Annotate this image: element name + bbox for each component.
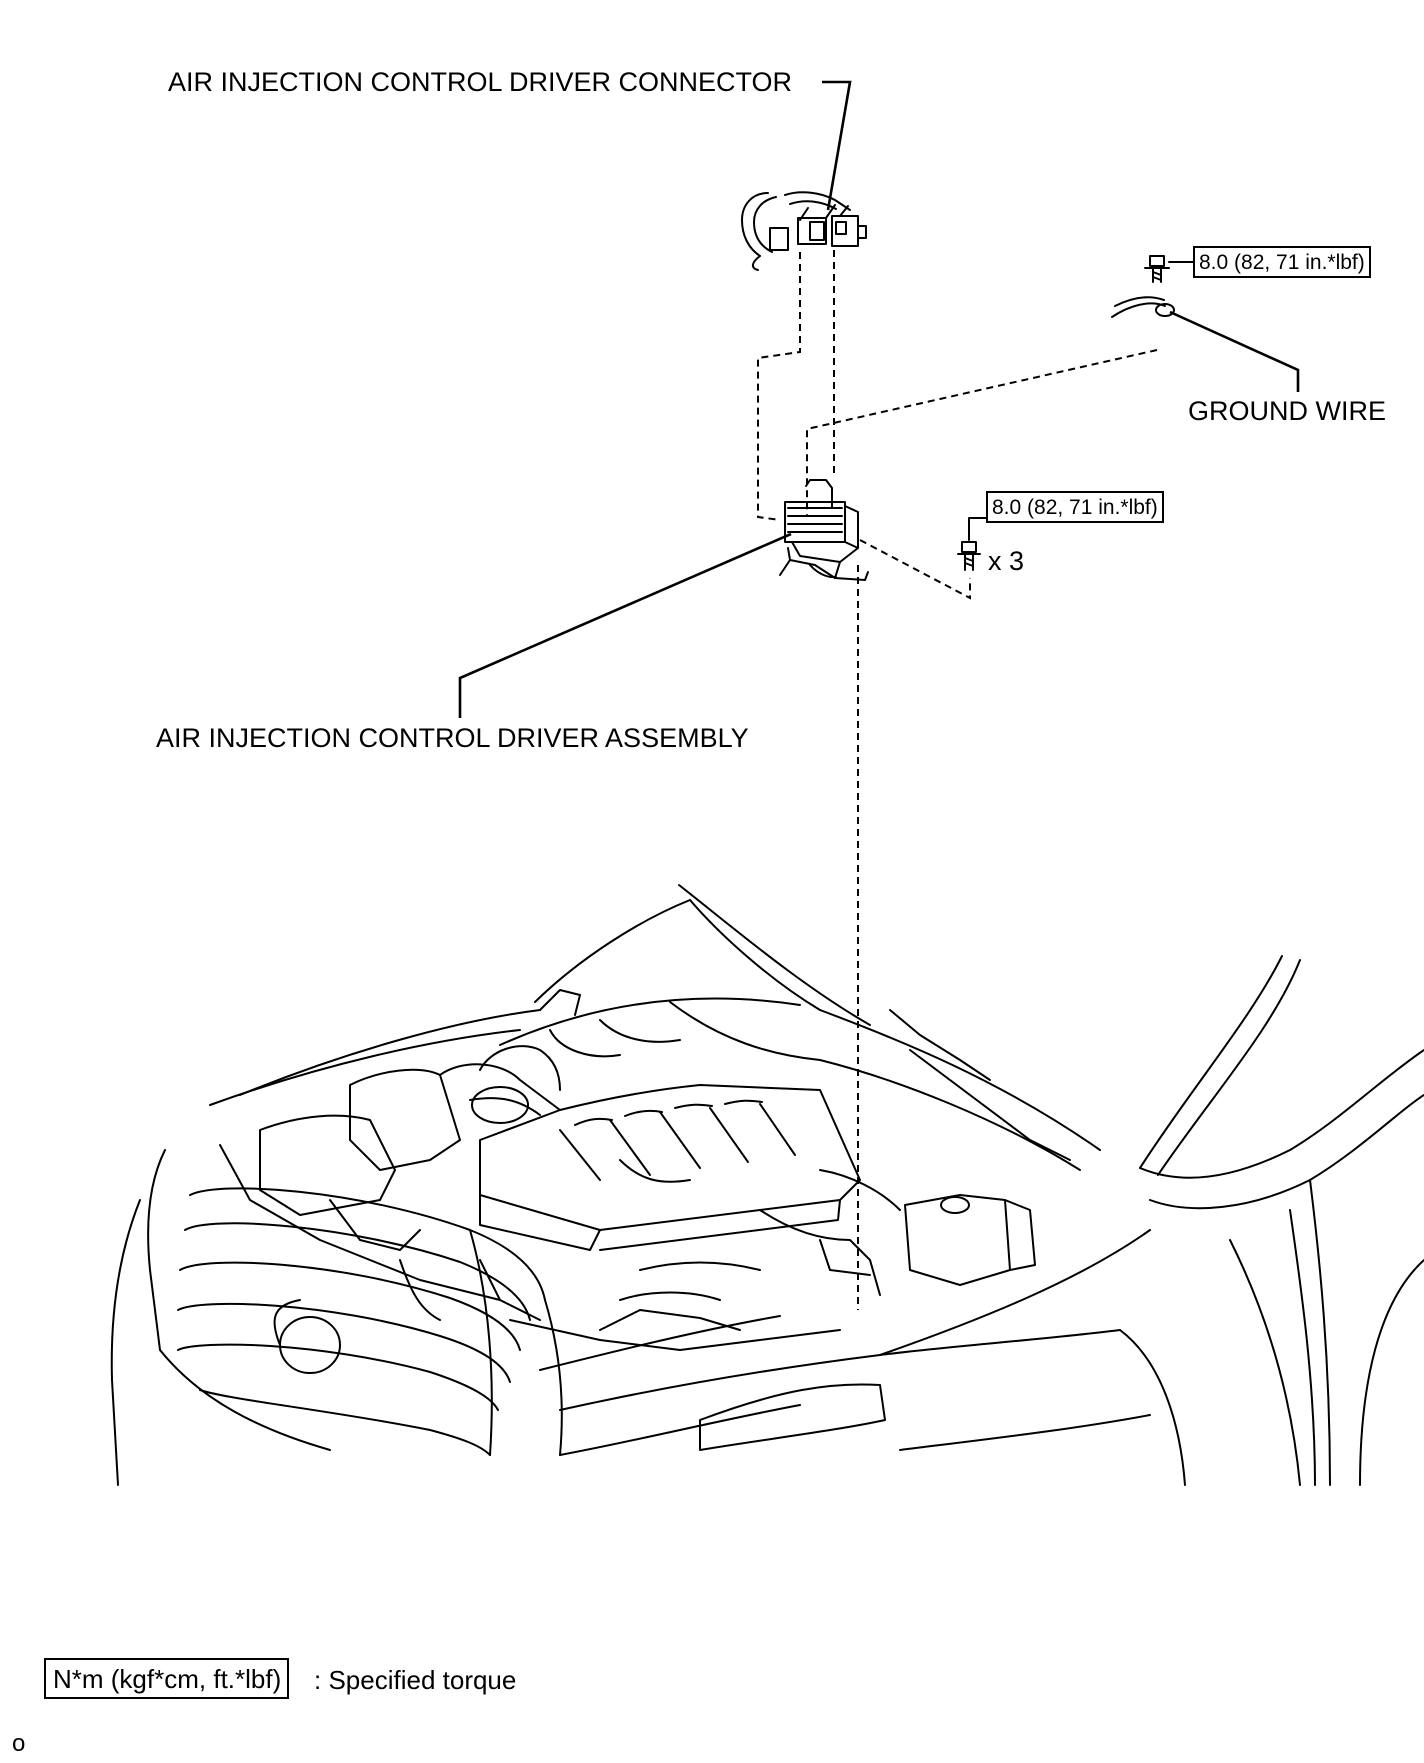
assembly-leader-line xyxy=(458,532,792,718)
driver-assembly-illustration xyxy=(779,479,869,581)
driver-bolt-leader xyxy=(968,517,994,541)
ground-wire-leader-line xyxy=(1169,310,1300,392)
vehicle-engine-bay-illustration xyxy=(110,884,1424,1486)
ground-bolt-torque-spec: 8.0 (82, 71 in.*lbf) xyxy=(1193,246,1371,278)
connector-label: AIR INJECTION CONTROL DRIVER CONNECTOR xyxy=(168,67,793,97)
ground-wire-illustration xyxy=(1111,296,1175,318)
alignment-line-connector-left xyxy=(757,252,801,521)
connector-illustration xyxy=(741,191,867,271)
ground-bolt-icon xyxy=(1144,255,1170,283)
alignment-line-bolts xyxy=(859,539,971,600)
connector-leader-line xyxy=(822,80,852,211)
footer-code: o xyxy=(12,1730,26,1757)
assembly-label: AIR INJECTION CONTROL DRIVER ASSEMBLY xyxy=(156,723,749,753)
torque-unit-legend-box: N*m (kgf*cm, ft.*lbf) xyxy=(44,1658,290,1699)
ground-wire-label: GROUND WIRE xyxy=(1188,396,1386,426)
torque-legend-description: : Specified torque xyxy=(314,1665,517,1695)
driver-bolt-torque-spec: 8.0 (82, 71 in.*lbf) xyxy=(986,491,1164,523)
driver-bolt-icon xyxy=(957,541,981,571)
bolt-quantity-label: x 3 xyxy=(988,546,1025,576)
